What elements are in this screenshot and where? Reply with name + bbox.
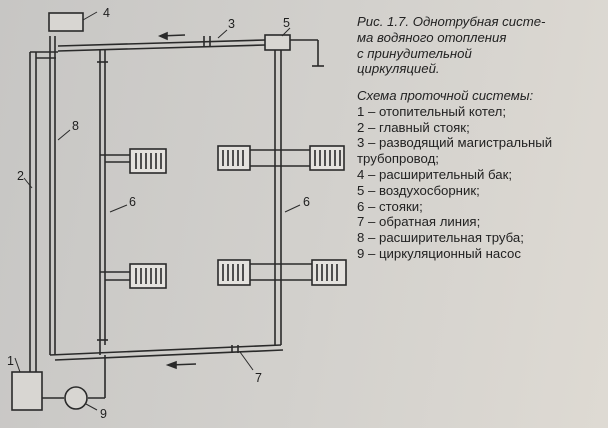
radiator xyxy=(309,145,345,171)
label-main-riser: 2 xyxy=(17,169,24,183)
radiator xyxy=(217,145,251,171)
supply-valve-icon xyxy=(203,36,211,47)
label-boiler: 1 xyxy=(7,354,14,368)
circulation-pump xyxy=(64,386,88,410)
legend: Схема проточной системы: 1 – отопительны… xyxy=(357,88,602,262)
radiator xyxy=(129,148,167,174)
caption-line: с принудительной xyxy=(357,45,472,61)
legend-item: 8 – расширительная труба; xyxy=(357,230,524,246)
right-riser xyxy=(250,50,312,345)
label-supply-pipe: 3 xyxy=(228,17,235,31)
return-flow-arrow xyxy=(165,360,197,370)
legend-item: 3 – разводящий магистральный xyxy=(357,135,553,151)
legend-item: 2 – главный стояк; xyxy=(357,119,470,135)
pump-connection-pipe xyxy=(42,355,106,399)
legend-item: 1 – отопительный котел; xyxy=(357,103,507,119)
caption-line: ма водяного отопления xyxy=(357,29,507,45)
left-riser xyxy=(99,50,130,345)
radiator xyxy=(217,259,251,286)
label-left-riser: 6 xyxy=(129,195,136,209)
label-return-line: 7 xyxy=(255,371,262,385)
label-air-collector: 5 xyxy=(283,16,290,30)
legend-item: трубопровод; xyxy=(357,151,439,167)
figure-caption: Рис. 1.7. Однотрубная систе- ма водяного… xyxy=(357,14,602,77)
boiler xyxy=(11,371,43,411)
expansion-pipe xyxy=(49,36,56,355)
label-expansion-pipe: 8 xyxy=(72,119,79,133)
air-collector xyxy=(264,34,291,51)
legend-item: 5 – воздухосборник; xyxy=(357,182,480,198)
label-pump: 9 xyxy=(100,407,107,421)
caption-line: циркуляцией. xyxy=(357,61,440,77)
legend-item: 6 – стояки; xyxy=(357,198,423,214)
caption-line: Рис. 1.7. Однотрубная систе- xyxy=(357,14,546,29)
return-line xyxy=(49,344,284,361)
expansion-tank xyxy=(48,12,84,32)
legend-item: 9 – циркуляционный насос xyxy=(357,245,521,261)
supply-flow-arrow xyxy=(157,31,186,41)
return-valve-icon xyxy=(231,345,239,353)
label-right-riser: 6 xyxy=(303,195,310,209)
riser-valve-icon xyxy=(97,61,108,341)
radiator xyxy=(311,259,347,286)
legend-item: 4 – расширительный бак; xyxy=(357,166,513,182)
label-expansion-tank: 4 xyxy=(103,6,110,20)
legend-title: Схема проточной системы: xyxy=(357,88,534,103)
radiator xyxy=(129,263,167,289)
legend-item: 7 – обратная линия; xyxy=(357,214,481,230)
main-riser xyxy=(29,51,58,372)
supply-main-pipe xyxy=(57,39,324,67)
